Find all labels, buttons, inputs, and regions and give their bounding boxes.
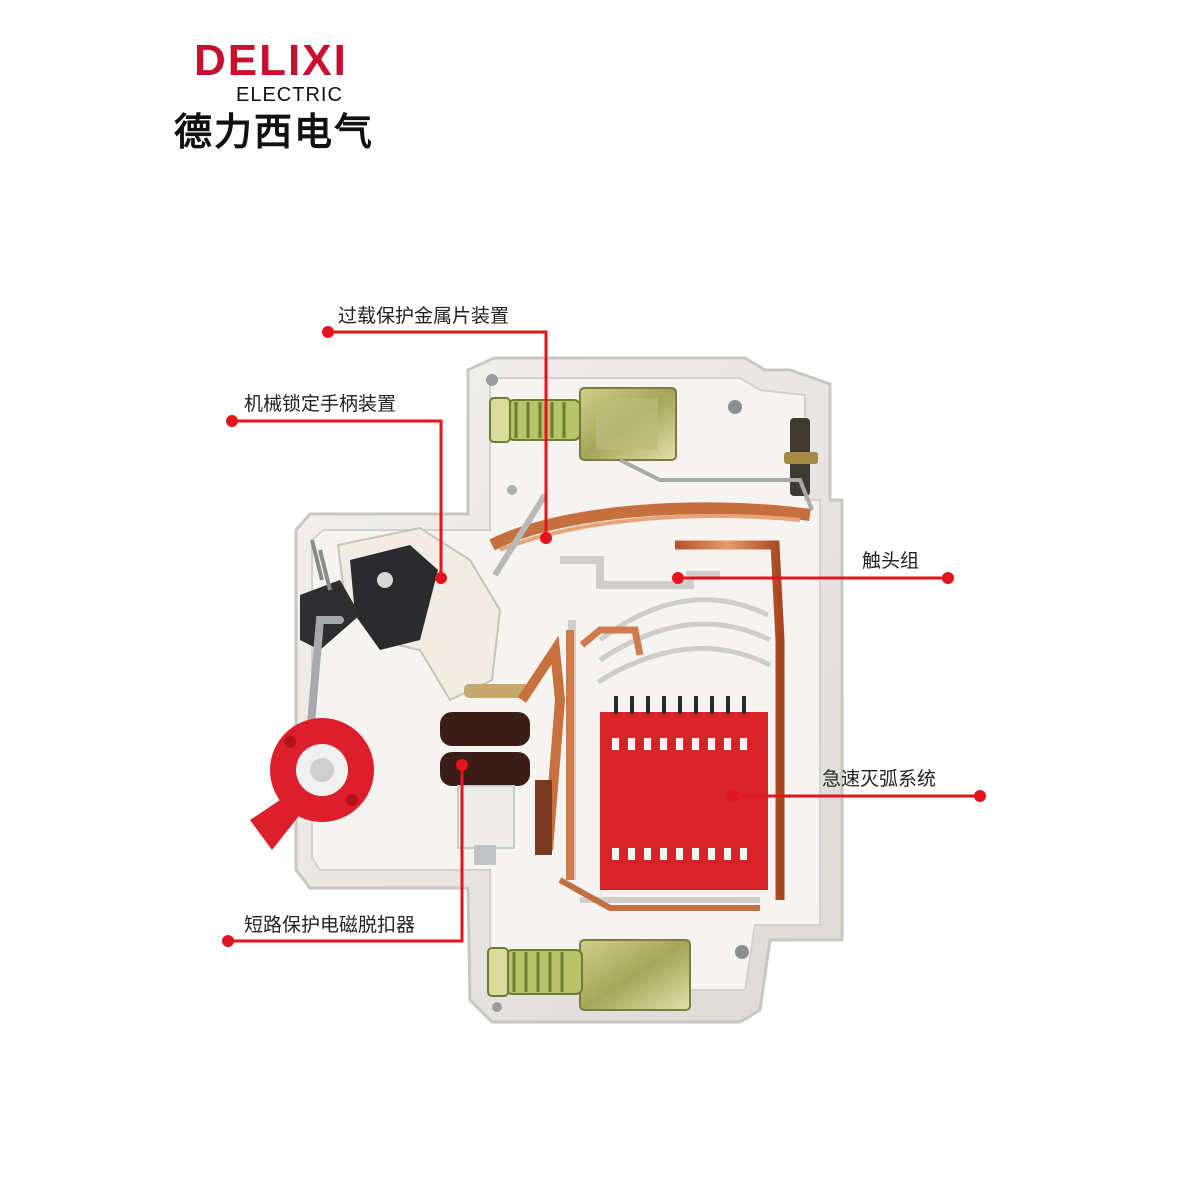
magnetic-trip-coil: [440, 635, 566, 865]
logo-wordmark: DELIXI: [194, 36, 348, 85]
logo-subtitle: ELECTRIC: [236, 84, 343, 106]
bimetal-and-braid: [489, 458, 814, 577]
logo-chinese-name: 德力西电气: [174, 110, 375, 154]
callout-lines: [228, 330, 980, 943]
short-circuit-leader: [228, 765, 464, 943]
handle-mechanism: [291, 526, 502, 764]
top-terminal: [489, 387, 677, 461]
bottom-terminal: [487, 939, 691, 1011]
brand-logo: DELIXI ELECTRIC 德力西电气: [170, 38, 420, 158]
label-overload-protection: 过载保护金属片装置: [338, 305, 510, 327]
callout-dots: [222, 326, 986, 947]
threaded-stud: [784, 418, 818, 496]
arc-guide-plates: [596, 597, 772, 685]
handle-lock-leader: [232, 419, 443, 578]
overload-leader: [328, 330, 548, 538]
label-handle-lock: 机械锁定手柄装置: [244, 393, 397, 415]
label-contacts: 触头组: [862, 550, 920, 572]
contact-arm: [558, 540, 785, 911]
label-arc-quench: 急速灭弧系统: [822, 768, 937, 790]
red-handle: [250, 718, 374, 850]
label-short-circuit-trip: 短路保护电磁脱扣器: [244, 914, 416, 936]
arc-chute: [600, 696, 768, 890]
